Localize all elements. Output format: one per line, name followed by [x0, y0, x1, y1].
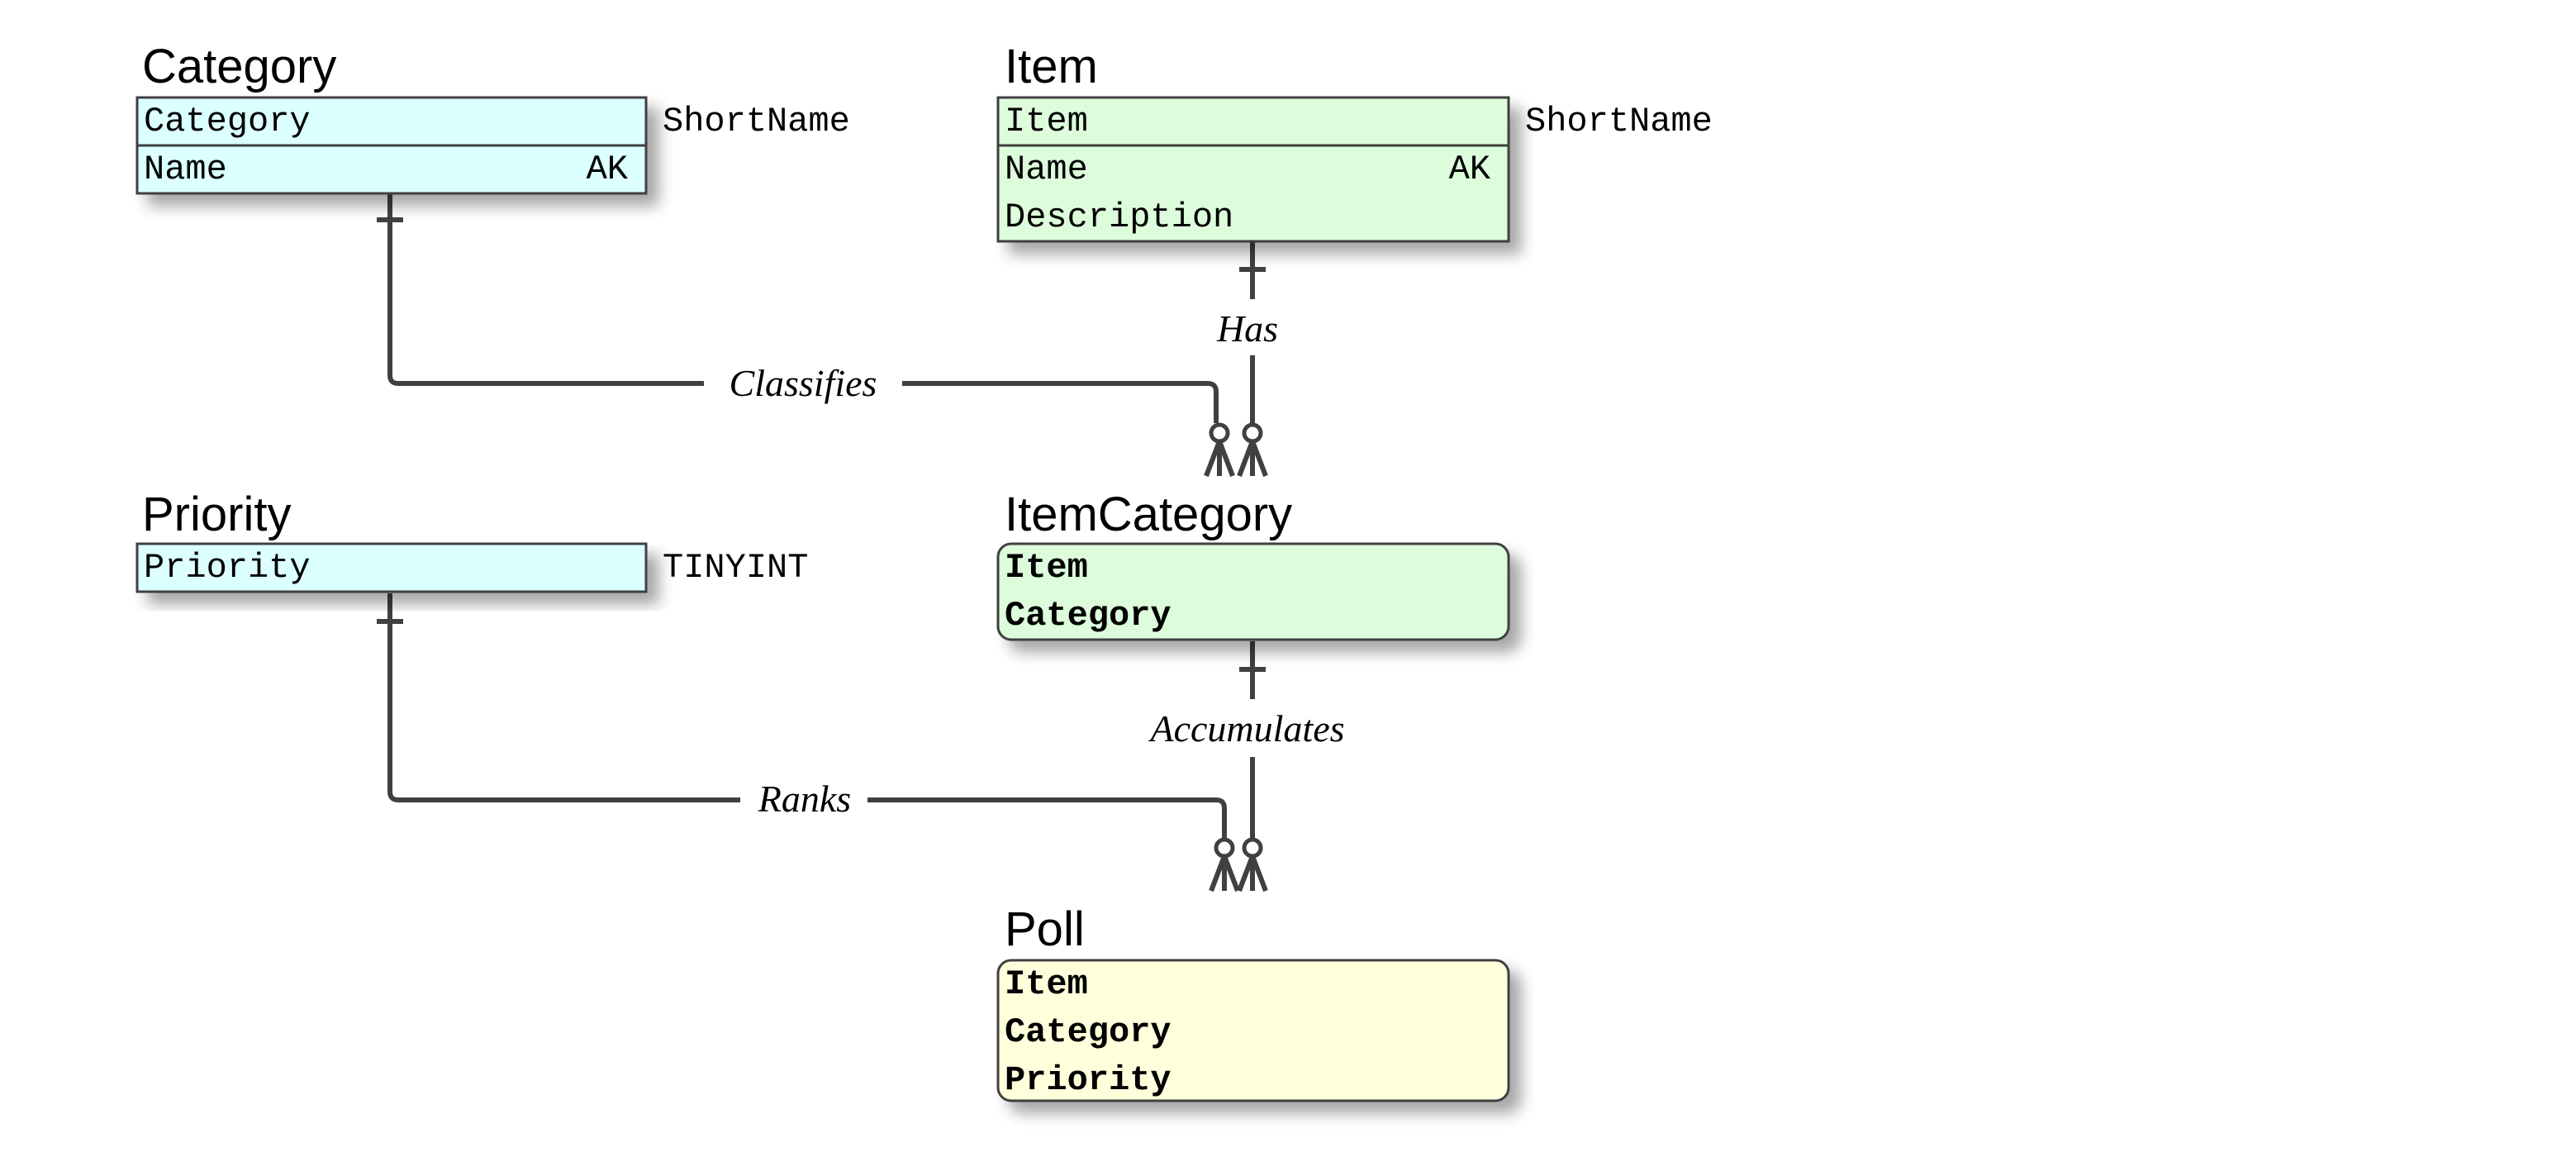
item-note: ShortName — [1525, 102, 1713, 141]
classifies-label: Classifies — [730, 362, 877, 404]
itemcategory-entity[interactable]: ItemCategory Item Category — [996, 488, 1510, 641]
priority-title: Priority — [142, 488, 291, 541]
has-many-mark — [1237, 422, 1268, 478]
item-attr-name: Name — [1005, 150, 1088, 189]
itemcategory-key-item: Item — [1005, 548, 1088, 588]
item-attr-flag: AK — [1449, 150, 1491, 189]
poll-key-category: Category — [1005, 1012, 1172, 1052]
relationship-lines — [377, 193, 1268, 893]
has-label: Has — [1216, 307, 1278, 350]
priority-box — [135, 542, 648, 593]
category-attr-name: Name — [144, 150, 227, 189]
ranks-label: Ranks — [758, 778, 851, 820]
ranks-many-mark — [1209, 837, 1240, 893]
ranks-line — [387, 593, 1227, 840]
category-entity[interactable]: Category Category Name AK ShortName — [135, 40, 850, 195]
poll-title: Poll — [1005, 902, 1085, 956]
poll-key-item: Item — [1005, 964, 1088, 1004]
itemcategory-box — [996, 542, 1510, 641]
itemcategory-key-category: Category — [1005, 596, 1172, 635]
poll-box — [996, 959, 1510, 1102]
item-box — [996, 96, 1510, 243]
item-key: Item — [1005, 102, 1088, 141]
item-title: Item — [1005, 40, 1098, 93]
priority-key: Priority — [144, 548, 311, 588]
category-attr-flag: AK — [587, 150, 629, 189]
itemcategory-title: ItemCategory — [1005, 488, 1292, 541]
category-note: ShortName — [663, 102, 850, 141]
poll-entity[interactable]: Poll Item Category Priority — [996, 902, 1510, 1102]
classifies-many-mark — [1204, 422, 1235, 478]
priority-entity[interactable]: Priority Priority TINYINT — [135, 488, 808, 593]
item-attr-description: Description — [1005, 198, 1233, 237]
accumulates-label: Accumulates — [1148, 707, 1344, 750]
accumulates-many-mark — [1237, 837, 1268, 893]
classifies-line — [387, 193, 1219, 423]
item-entity[interactable]: Item Item Name AK Description ShortName — [996, 40, 1713, 243]
priority-note: TINYINT — [663, 548, 808, 588]
poll-key-priority: Priority — [1005, 1060, 1172, 1100]
category-key: Category — [144, 102, 311, 141]
category-title: Category — [142, 40, 336, 93]
